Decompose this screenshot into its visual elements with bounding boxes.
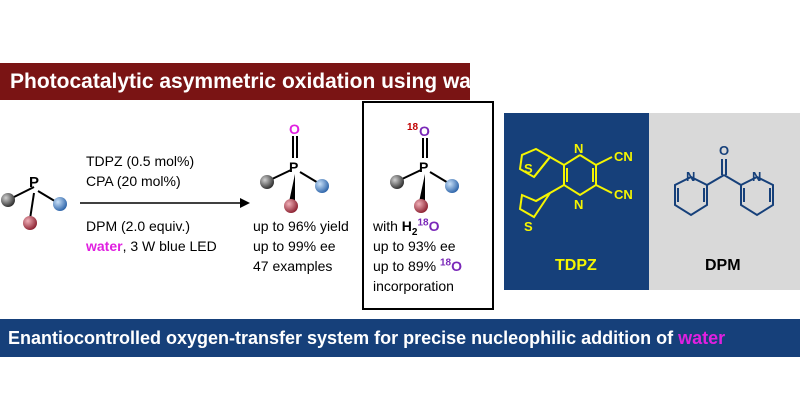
footer-water-highlight: water <box>678 328 726 348</box>
labeled-phosphine-oxide: 18 O P <box>390 122 459 213</box>
condition-tdpz: TDPZ (0.5 mol%) <box>86 153 195 169</box>
tdpz-label: TDPZ <box>555 257 597 274</box>
footer-banner: Enantiocontrolled oxygen-transfer system… <box>0 319 800 357</box>
blue-substituent-ball <box>445 179 459 193</box>
dpm-n-right: N <box>752 169 761 184</box>
labeled-p-atom: P <box>419 159 428 175</box>
product-phosphine-oxide: O P <box>260 121 329 213</box>
water-highlight: water <box>86 238 123 254</box>
tdpz-n-top: N <box>574 141 583 156</box>
condition-dpm: DPM (2.0 equiv.) <box>86 218 190 234</box>
isotope-labeling-box <box>362 101 494 310</box>
condition-cpa: CPA (20 mol%) <box>86 173 181 189</box>
tdpz-n-bottom: N <box>574 197 583 212</box>
footer-text: Enantiocontrolled oxygen-transfer system… <box>8 328 679 348</box>
gray-substituent-ball <box>390 175 404 189</box>
gray-substituent-ball <box>1 193 15 207</box>
ee-text: up to 99% ee <box>253 238 336 254</box>
yield-text: up to 96% yield <box>253 218 349 234</box>
examples-text: 47 examples <box>253 258 333 274</box>
dpm-n-left: N <box>686 169 695 184</box>
led-text: , 3 W blue LED <box>122 238 217 254</box>
product-o-atom: O <box>289 121 300 137</box>
tdpz-cn-top: CN <box>614 149 633 164</box>
reactant-p-atom: P <box>29 174 39 191</box>
labeled-o-atom: O <box>419 123 430 139</box>
dpm-o-atom: O <box>719 143 729 158</box>
dpm-structure: O N N <box>674 143 774 217</box>
with-h2o-text: with H218O <box>373 217 440 238</box>
red-substituent-ball <box>414 199 428 213</box>
title-text: Photocatalytic asymmetric oxidation usin… <box>10 70 498 93</box>
red-substituent-ball <box>23 216 37 230</box>
title-banner: Photocatalytic asymmetric oxidation usin… <box>0 63 498 100</box>
tdpz-panel <box>504 113 649 290</box>
blue-substituent-ball <box>315 179 329 193</box>
red-substituent-ball <box>284 199 298 213</box>
tdpz-s-top: S <box>524 161 533 176</box>
reactant-phosphine: P <box>1 174 67 230</box>
dpm-label: DPM <box>705 257 741 274</box>
tdpz-s-bottom: S <box>524 219 533 234</box>
reaction-arrow <box>80 198 250 208</box>
blue-substituent-ball <box>53 197 67 211</box>
tdpz-cn-bottom: CN <box>614 187 633 202</box>
tdpz-structure: N N CN CN S S <box>518 141 633 234</box>
incorporation-text: up to 89% 18O <box>373 257 462 274</box>
isotope-mass-label: 18 <box>407 122 419 133</box>
incorporation-word: incorporation <box>373 278 454 294</box>
condition-water-led: water, 3 W blue LED <box>86 236 217 256</box>
product-p-atom: P <box>289 159 298 175</box>
gray-substituent-ball <box>260 175 274 189</box>
labeled-ee-text: up to 93% ee <box>373 238 456 254</box>
